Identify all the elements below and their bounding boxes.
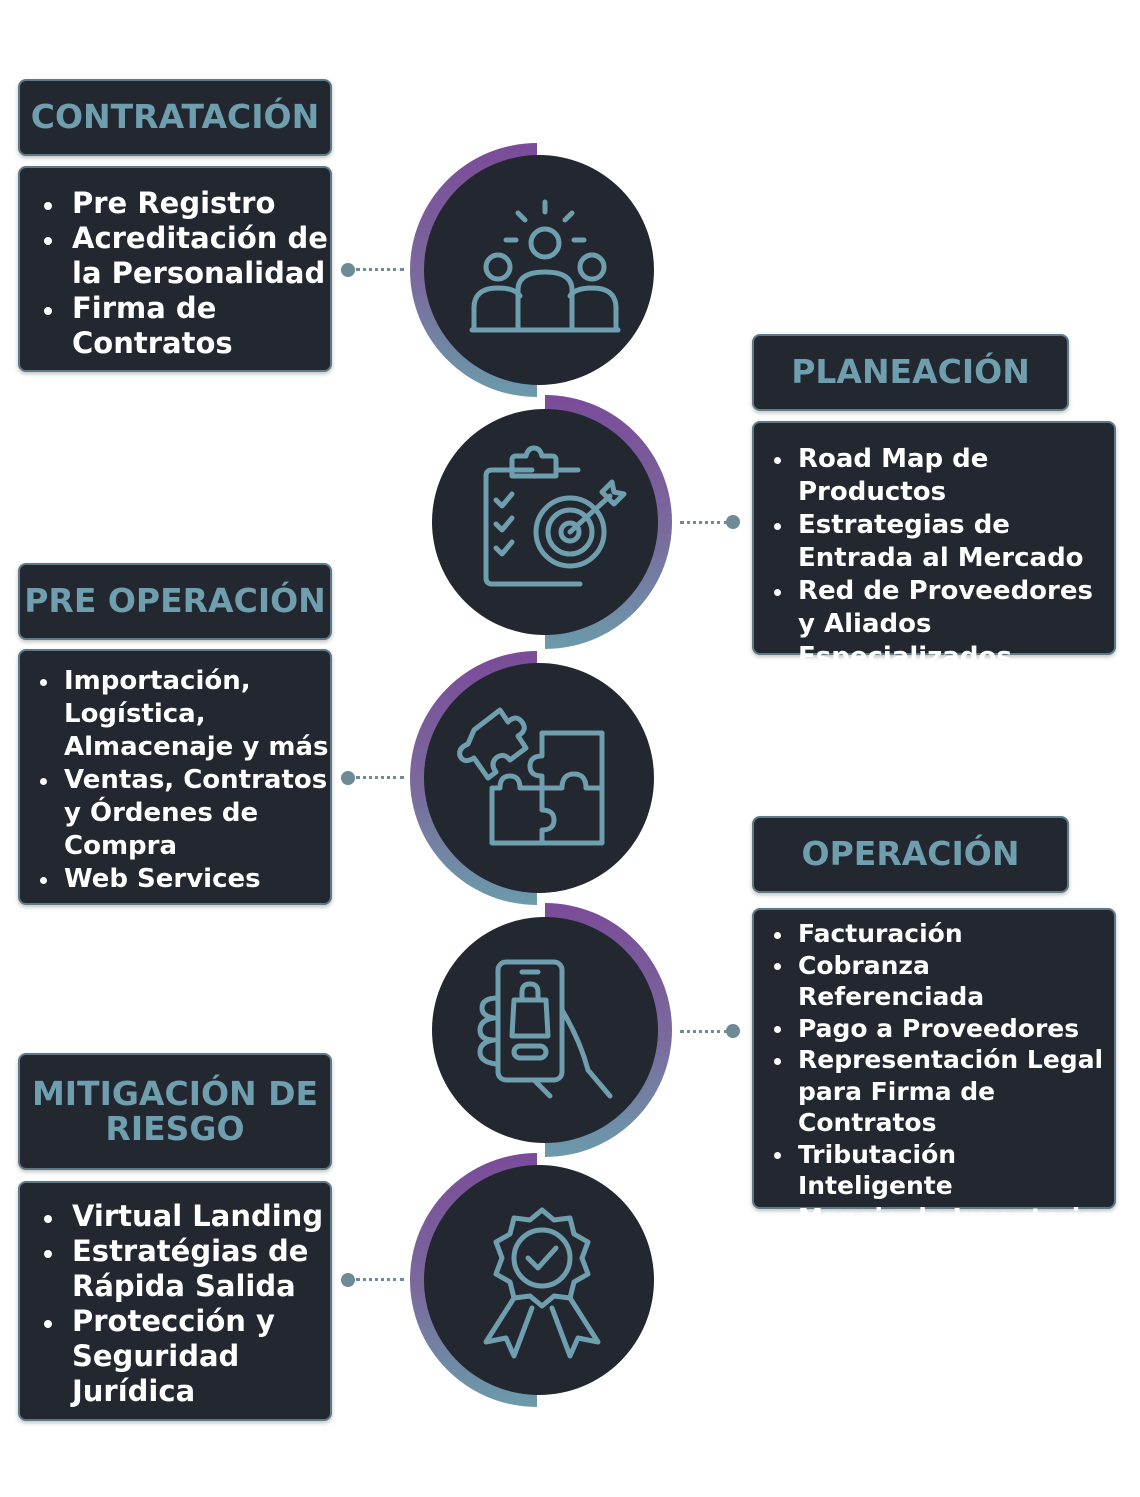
list-item: Cobranza Referenciada <box>754 950 1114 1013</box>
list-item: Tributación Inteligente <box>754 1139 1114 1202</box>
clipboard-target-icon <box>483 445 627 587</box>
stage-title-text: PLANEACIÓN <box>791 352 1030 392</box>
connector-dot <box>341 1273 355 1287</box>
mobile-shopping-icon <box>477 959 613 1099</box>
connector-line <box>680 1030 728 1033</box>
list-item: Pre Registro <box>20 186 330 221</box>
list-item: Facturación <box>754 918 1114 950</box>
stage-circle-planeacion <box>432 395 672 649</box>
list-item: Importación, Logística, Almacenaje y más <box>20 665 330 764</box>
stage-title-text: MITIGACIÓN DE RIESGO <box>31 1073 319 1148</box>
connector-dot <box>726 515 740 529</box>
stage-items-mitigacion: Virtual Landing Estratégias de Rápida Sa… <box>18 1181 332 1421</box>
stage-circle-contratacion <box>410 143 654 397</box>
stage-title-mitigacion: MITIGACIÓN DE RIESGO <box>18 1053 332 1170</box>
list-item: Ventas, Contratos y Órdenes de Compra <box>20 764 330 863</box>
connector-dot <box>341 771 355 785</box>
stage-title-text: PRE OPERACIÓN <box>24 581 326 621</box>
team-icon <box>469 199 621 333</box>
connector-line <box>680 521 728 524</box>
stage-circle-mitigacion <box>410 1153 654 1407</box>
list-item: Representación Legal para Firma de Contr… <box>754 1044 1114 1139</box>
list-item: Protección y Seguridad Jurídica <box>20 1304 330 1409</box>
list-item: Web Services <box>20 863 330 896</box>
stage-title-planeacion: PLANEACIÓN <box>752 334 1069 411</box>
connector-line <box>356 1278 404 1281</box>
badge-check-icon <box>483 1207 601 1359</box>
connector-line <box>356 776 404 779</box>
list-item: Virtual Landing <box>20 1199 330 1234</box>
puzzle-icon <box>457 707 605 846</box>
connector-line <box>356 268 404 271</box>
stage-title-pre-operacion: PRE OPERACIÓN <box>18 563 332 640</box>
stage-items-pre-operacion: Importación, Logística, Almacenaje y más… <box>18 649 332 905</box>
list-item: Firma de Contratos <box>20 291 330 361</box>
stage-items-contratacion: Pre Registro Acreditación de la Personal… <box>18 166 332 372</box>
list-item: Estratégias de Rápida Salida <box>20 1234 330 1304</box>
stage-title-text: CONTRATACIÓN <box>30 97 320 137</box>
list-item: Road Map de Productos <box>754 443 1114 509</box>
stage-circle-pre-operacion <box>410 651 654 905</box>
list-item: Pago a Proveedores <box>754 1013 1114 1045</box>
list-item: Acreditación de la Personalidad <box>20 221 330 291</box>
stage-title-text: OPERACIÓN <box>801 834 1020 874</box>
connector-dot <box>341 263 355 277</box>
stage-circle-operacion <box>432 903 672 1157</box>
list-item: Manejo de Inventarios <box>754 1202 1114 1234</box>
stage-items-operacion: Facturación Cobranza Referenciada Pago a… <box>752 908 1116 1232</box>
connector-dot <box>726 1024 740 1038</box>
stage-title-operacion: OPERACIÓN <box>752 816 1069 893</box>
list-item: Red de Proveedores y Aliados Especializa… <box>754 575 1114 674</box>
list-item: Estrategias de Entrada al Mercado <box>754 509 1114 575</box>
stage-items-planeacion: Road Map de Productos Estrategias de Ent… <box>752 421 1116 672</box>
stage-title-contratacion: CONTRATACIÓN <box>18 79 332 156</box>
